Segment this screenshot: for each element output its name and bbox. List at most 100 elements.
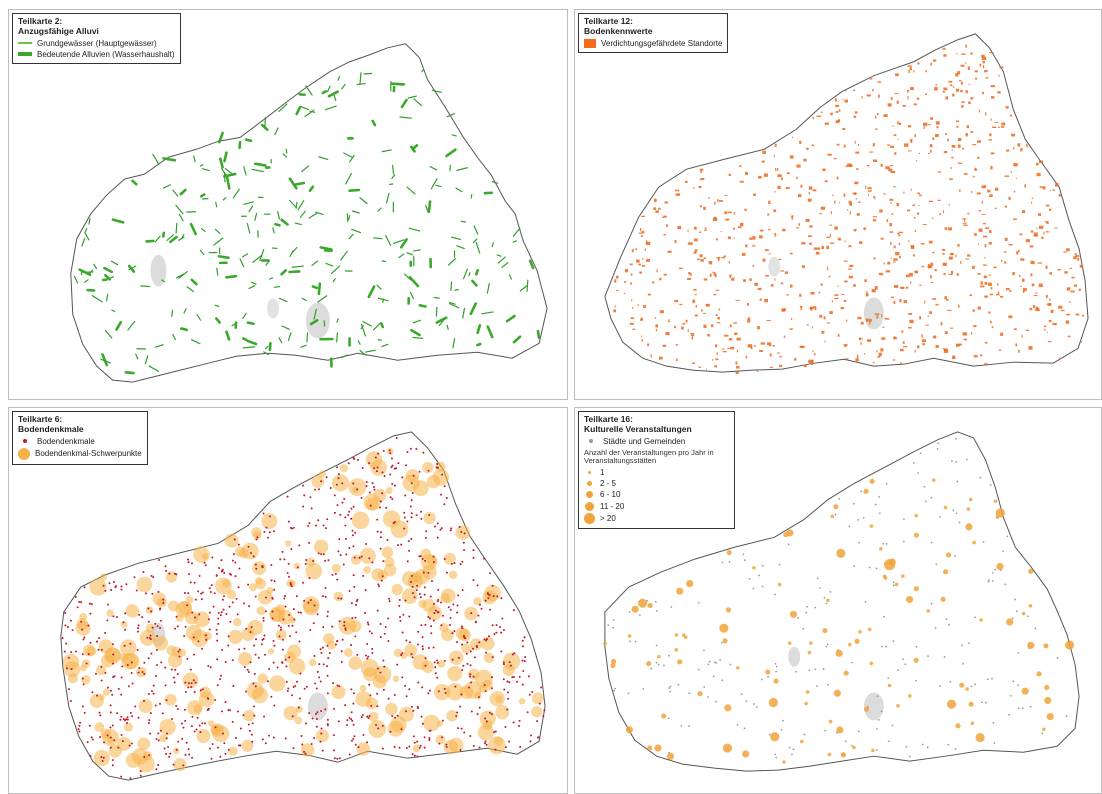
town-dot: [919, 452, 922, 455]
alluvium-segment: [399, 116, 412, 119]
soil-patch: [806, 147, 809, 151]
monument-halo: [412, 480, 429, 497]
soil-patch: [846, 319, 848, 322]
town-dot: [904, 663, 907, 666]
monument-dot: [216, 639, 219, 642]
monument-dot: [223, 595, 226, 598]
monument-halo: [373, 665, 392, 684]
monument-dot: [324, 559, 327, 562]
monument-dot: [494, 748, 497, 751]
soil-patch: [764, 298, 769, 303]
monument-dot: [521, 639, 524, 642]
monument-dot: [245, 690, 247, 693]
monument-dot: [208, 628, 211, 631]
monument-dot: [337, 720, 340, 723]
soil-patch: [982, 235, 988, 238]
monument-dot: [470, 681, 473, 684]
town-dot: [752, 587, 755, 590]
alluvium-segment: [183, 308, 187, 314]
monument-dot: [493, 731, 496, 734]
monument-dot: [344, 537, 347, 540]
town-dot: [677, 683, 680, 686]
monument-dot: [334, 643, 337, 646]
soil-patch: [932, 298, 937, 300]
monument-dot: [150, 610, 153, 613]
soil-patch: [819, 213, 822, 215]
town-dot: [650, 667, 652, 670]
soil-patch: [779, 356, 783, 358]
town-dot: [667, 717, 670, 720]
soil-patch: [691, 334, 695, 336]
monument-dot: [151, 626, 154, 629]
monument-dot: [320, 480, 323, 483]
soil-patch: [701, 309, 703, 312]
soil-patch: [839, 202, 841, 204]
soil-patch: [913, 70, 915, 73]
town-dot: [627, 692, 630, 695]
town-dot: [912, 462, 915, 464]
soil-patch: [935, 121, 940, 125]
soil-patch: [890, 241, 892, 245]
monument-dot: [216, 658, 219, 661]
town-dot: [943, 655, 946, 658]
town-dot: [915, 679, 917, 682]
soil-patch: [887, 103, 892, 107]
soil-patch: [857, 143, 860, 146]
soil-patch: [730, 346, 735, 350]
monument-halo: [433, 684, 451, 701]
monument-dot: [336, 578, 339, 581]
soil-patch: [816, 115, 821, 118]
monument-dot: [380, 579, 383, 582]
monument-dot: [427, 469, 430, 472]
town-dot: [712, 675, 715, 678]
event-circle: [647, 745, 653, 751]
monument-dot: [325, 476, 328, 479]
soil-patch: [885, 270, 891, 273]
alluvium-segment: [337, 75, 341, 81]
soil-patch: [796, 227, 799, 229]
monument-dot: [215, 574, 218, 577]
soil-patch: [1037, 262, 1043, 264]
soil-patch: [912, 204, 915, 206]
soil-patch: [947, 309, 952, 311]
monument-halo: [185, 624, 202, 641]
soil-patch: [982, 91, 985, 95]
soil-patch: [963, 338, 968, 341]
alluvium-segment: [304, 109, 315, 118]
monument-dot: [491, 584, 494, 587]
monument-dot: [120, 585, 123, 588]
map-panel-soil-values: Teilkarte 12: Bodenkennwerte Verdichtung…: [574, 9, 1102, 400]
alluvium-segment: [179, 188, 187, 196]
monument-dot: [287, 520, 290, 523]
monument-dot: [107, 603, 110, 606]
monument-dot: [161, 712, 164, 715]
alluvium-segment: [152, 153, 160, 165]
soil-patch: [675, 358, 678, 362]
soil-patch: [1042, 186, 1046, 190]
soil-patch: [694, 314, 698, 317]
monument-halo: [461, 643, 472, 654]
soil-patch: [854, 140, 856, 144]
monument-dot: [126, 663, 129, 666]
soil-patch: [910, 138, 913, 142]
soil-patch: [756, 369, 759, 372]
size-circle-icon: [584, 512, 595, 524]
soil-patch: [905, 274, 910, 278]
monument-dot: [66, 625, 69, 628]
monument-dot: [464, 637, 467, 640]
monument-dot: [407, 540, 410, 543]
alluvium-segment: [347, 214, 351, 221]
soil-patch: [820, 206, 826, 210]
soil-patch: [956, 273, 959, 276]
monument-dot: [436, 466, 439, 469]
monument-dot: [187, 592, 190, 595]
monument-dot: [508, 740, 511, 743]
soil-patch: [699, 254, 703, 258]
monument-dot: [208, 747, 211, 750]
soil-patch: [811, 361, 814, 366]
soil-patch: [989, 52, 994, 54]
monument-dot: [399, 619, 402, 622]
legend-label: Grundgewässer (Hauptgewässer): [37, 38, 157, 48]
monument-dot: [189, 668, 192, 671]
soil-patch: [1079, 264, 1084, 268]
